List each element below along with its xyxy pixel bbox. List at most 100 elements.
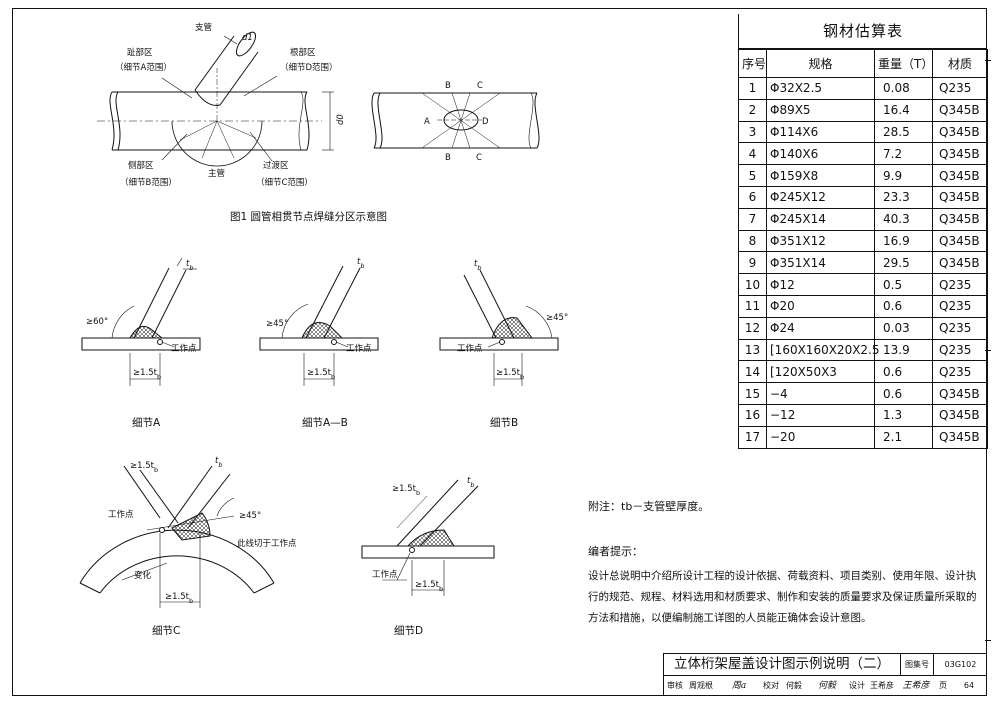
cell-no: 11 [738,294,767,318]
cell-no: 17 [738,425,767,449]
detail-ab-drawing [259,265,379,386]
cell-weight: 13.9 [874,338,933,362]
page-number: 64 [963,681,975,690]
cell-spec: Φ159X8 [766,164,875,187]
label-d0: d0 [336,114,346,125]
label-pt-c-bottom: C [476,153,482,163]
cell-spec: [120X50X3 [766,360,875,384]
steel-table-title: 钢材估算表 [738,14,987,49]
cell-spec: −4 [766,382,875,405]
label-heel-zone: 趾部区 [127,47,153,58]
cell-material: Q235 [932,338,988,362]
cell-spec: Φ20 [766,294,875,318]
detail-ab-caption: 细节A—B [302,416,348,429]
cell-weight: 16.4 [874,98,933,122]
cell-no: 5 [738,164,767,187]
detail-b-drawing [439,269,559,386]
designer-signature: 王希彦 [902,681,930,691]
cell-material: Q235 [932,77,988,100]
cell-no: 3 [738,120,767,144]
detail-c-drawing [79,465,275,608]
detail-c-dim-top: ≥1.5tb [130,461,158,474]
cell-weight: 40.3 [874,207,933,231]
label-pt-b-top: B [445,81,451,91]
cell-no: 16 [738,403,767,427]
detail-c-dim: ≥1.5tb [165,592,193,605]
edge-mark [985,350,991,351]
cell-weight: 16.9 [874,229,933,253]
label-side-zone: 侧部区 [128,160,154,171]
cell-weight: 9.9 [874,164,933,187]
detail-a-work-point: 工作点 [171,343,197,354]
cell-weight: 0.6 [874,294,933,318]
figure1-plan-view [371,92,540,149]
cell-material: Q235 [932,294,988,318]
cell-spec: Φ32X2.5 [766,77,875,100]
cell-weight: 1.3 [874,403,933,427]
detail-c-tb: tb [215,456,222,469]
detail-b-work-point: 工作点 [457,343,483,354]
cell-weight: 2.1 [874,425,933,449]
col-header-spec: 规格 [766,49,875,78]
cell-material: Q345B [932,251,988,275]
cell-no: 4 [738,142,767,166]
detail-b-caption: 细节B [490,416,518,429]
cell-spec: Φ24 [766,316,875,340]
cell-spec: Φ351X12 [766,229,875,253]
cell-no: 6 [738,185,767,209]
detail-ab-work-point: 工作点 [346,343,372,354]
detail-c-caption: 细节C [152,624,180,637]
detail-d-dim-top: ≥1.5tb [392,484,420,497]
figure1-elevation [97,31,334,167]
cell-no: 10 [738,273,767,296]
figure1-caption: 图1 圆管相贯节点焊缝分区示意图 [230,210,387,223]
col-header-no: 序号 [738,49,767,78]
cell-material: Q345B [932,229,988,253]
engineering-drawing: 支管 d1 趾部区 （细节A范围） 根部区 （细节D范围） 侧部区 （细节B范围… [79,22,568,637]
reviewer-signature: 周a [731,681,747,691]
detail-a-drawing [81,257,201,386]
label-root-zone: 根部区 [290,47,316,58]
detail-a-angle: ≥60° [86,317,108,327]
checker-name: 何毅 [786,681,802,690]
cell-material: Q345B [932,142,988,166]
table-header-row: 序号 规格 重量（T） 材质 [738,49,988,78]
detail-a-caption: 细节A [132,416,161,429]
detail-d-drawing [361,479,495,596]
cell-no: 2 [738,98,767,122]
label-transition-zone: 过渡区 [263,160,289,171]
cell-weight: 0.6 [874,382,933,405]
detail-d-dim: ≥1.5tb [415,580,443,593]
cell-material: Q345B [932,382,988,405]
detail-c-change: 变化 [134,570,152,581]
detail-ab-tb: tb [357,257,364,270]
label-branch-pipe: 支管 [195,22,212,33]
detail-b-tb: tb [474,259,481,272]
cell-weight: 0.5 [874,273,933,296]
atlas-label: 图集号 [901,654,934,676]
check-label: 校对 [763,681,779,690]
cell-weight: 29.5 [874,251,933,275]
title-block: 立体桁架屋盖设计图示例说明（二） 图集号 03G102 审核 周观根 周a 校对… [663,653,987,695]
label-d1: d1 [242,33,253,43]
cell-material: Q345B [932,207,988,231]
detail-a-dim: ≥1.5tb [133,368,161,381]
detail-d-tb: tb [467,476,474,489]
detail-b-angle: ≥45° [546,313,568,323]
editor-note-text: 设计总说明中介绍所设计工程的设计依据、荷载资料、项目类别、使用年限、设计执行的规… [588,570,977,624]
cell-weight: 0.03 [874,316,933,340]
cell-no: 12 [738,316,767,340]
cell-no: 9 [738,251,767,275]
cell-material: Q345B [932,120,988,144]
